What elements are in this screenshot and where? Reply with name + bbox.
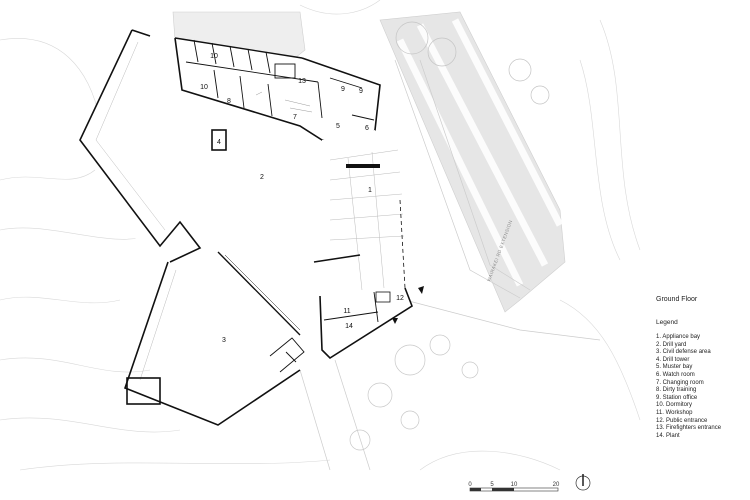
legend-item: 7. Changing room xyxy=(656,379,704,386)
terrain-contours xyxy=(0,0,641,471)
driveway xyxy=(299,59,601,471)
scale-bar: 0 5 10 20 xyxy=(468,482,560,492)
scale-label-20: 20 xyxy=(553,482,560,488)
trees xyxy=(349,334,479,451)
north-arrow-icon xyxy=(575,474,591,491)
room-labels: 1 2 3 4 5 6 7 8 9 9 10 10 11 12 13 14 xyxy=(200,53,404,344)
room-5-label: 5 xyxy=(336,123,340,130)
room-9a-label: 9 xyxy=(341,86,345,93)
room-7-label: 7 xyxy=(293,114,297,121)
legend-item: 8. Dirty training xyxy=(656,387,697,394)
room-12-label: 12 xyxy=(396,295,404,302)
legend-item: 14. Plant xyxy=(656,432,680,439)
legend-item: 4. Drill tower xyxy=(656,356,690,363)
room-6-label: 6 xyxy=(365,125,369,132)
legend-heading: Legend xyxy=(656,319,678,326)
room-3-label: 3 xyxy=(222,337,226,344)
drawing-title: Ground Floor xyxy=(656,296,698,303)
room-10a-label: 10 xyxy=(210,53,218,60)
room-9b-label: 9 xyxy=(359,88,363,95)
drill-tower xyxy=(211,129,227,151)
legend-item: 6. Watch room xyxy=(656,371,695,378)
scale-label-0: 0 xyxy=(468,482,472,488)
room-10b-label: 10 xyxy=(200,84,208,91)
legend-item: 5. Muster bay xyxy=(656,364,693,371)
room-1-label: 1 xyxy=(368,187,372,194)
legend-item: 9. Station office xyxy=(656,394,698,401)
legend-item: 1. Appliance bay xyxy=(656,334,701,340)
legend-item: 13. Firefighters entrance xyxy=(656,425,722,432)
legend-item: 3. Civil defense area xyxy=(656,349,711,356)
room-8-label: 8 xyxy=(227,98,231,105)
legend: Ground Floor Legend 1. Appliance bay 2. … xyxy=(656,296,746,440)
room-13-label: 13 xyxy=(298,78,306,85)
room-14-label: 14 xyxy=(345,323,353,330)
legend-item: 10. Dormitory xyxy=(656,402,693,409)
legend-item: 2. Drill yard xyxy=(656,341,687,348)
south-building xyxy=(319,286,424,360)
neighbour-building-east xyxy=(379,11,566,313)
scale-label-10: 10 xyxy=(511,482,518,488)
legend-item: 11. Workshop xyxy=(656,409,693,416)
legend-list: 1. Appliance bay 2. Drill yard 3. Civil … xyxy=(656,334,746,440)
room-11-label: 11 xyxy=(343,308,350,315)
room-4-label: 4 xyxy=(217,139,221,146)
civil-defense-area xyxy=(123,261,305,426)
appliance-bay xyxy=(313,130,406,296)
room-2-label: 2 xyxy=(260,174,264,181)
drill-yard xyxy=(79,29,330,370)
scale-label-5: 5 xyxy=(490,482,494,488)
legend-item: 12. Public entrance xyxy=(656,417,708,424)
station-building xyxy=(174,37,381,149)
